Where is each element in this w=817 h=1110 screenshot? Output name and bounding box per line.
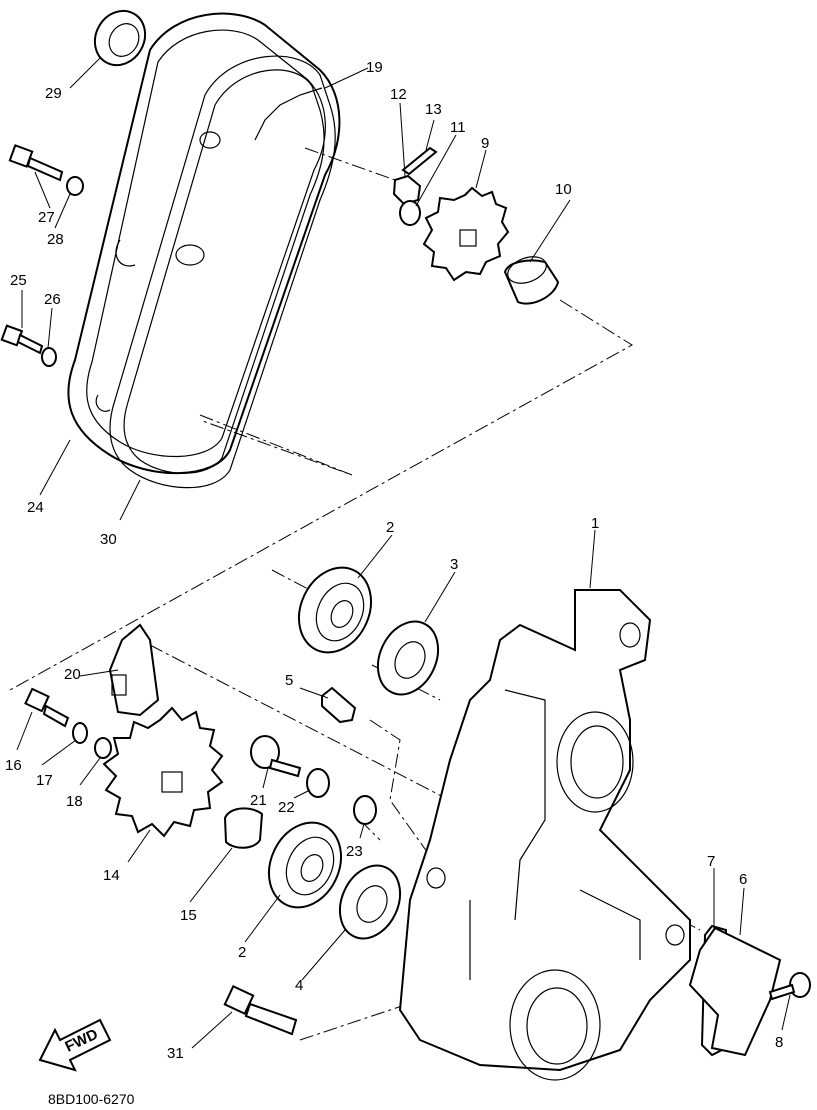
callout-2-lower: 2 (238, 944, 246, 961)
callout-13: 13 (425, 101, 442, 118)
oil-seal-29 (93, 9, 147, 67)
callout-12: 12 (390, 86, 407, 103)
callout-20: 20 (64, 666, 81, 683)
bolt-21 (250, 735, 302, 778)
washer-17 (72, 722, 88, 744)
collar-5 (321, 686, 357, 724)
washer-18 (94, 737, 112, 759)
bolt-25 (0, 324, 44, 355)
callout-25: 25 (10, 272, 27, 289)
chain-guide-20 (108, 623, 160, 717)
bearing-2-upper (298, 566, 372, 654)
bolt-16 (24, 687, 70, 728)
callout-28: 28 (47, 231, 64, 248)
washer-28 (66, 176, 84, 196)
collar-10 (503, 256, 560, 305)
callout-11: 11 (450, 119, 466, 136)
cotter-pin-13 (401, 146, 438, 176)
callout-18: 18 (66, 793, 83, 810)
plate-6 (688, 926, 782, 1057)
bolt-27 (8, 144, 64, 182)
callout-14: 14 (103, 867, 120, 884)
callout-9: 9 (481, 135, 489, 152)
oil-seal-4 (338, 864, 402, 940)
washer-11 (399, 200, 421, 226)
chain-case-seal (109, 55, 336, 489)
callout-19: 19 (366, 59, 383, 76)
callout-24: 24 (27, 499, 44, 516)
callout-27: 27 (38, 209, 55, 226)
sprocket-14 (102, 706, 224, 838)
washer-22 (306, 768, 330, 798)
bolt-31 (223, 984, 298, 1036)
callout-1: 1 (591, 515, 599, 532)
callout-26: 26 (44, 291, 61, 308)
chain-case-cover (67, 12, 341, 475)
sprocket-9 (422, 186, 510, 282)
bolt-8 (768, 972, 811, 1001)
washer-23 (353, 795, 377, 825)
callout-16: 16 (5, 757, 22, 774)
chain-case-housing (398, 589, 691, 1081)
callout-15: 15 (180, 907, 197, 924)
callout-5: 5 (285, 672, 293, 689)
fwd-arrow-icon: FWD (38, 1018, 112, 1072)
callout-labels: 1 2 2 3 4 5 6 7 8 9 10 11 12 13 14 15 16… (5, 59, 783, 1062)
callout-leaders (16, 57, 791, 1049)
callout-21: 21 (250, 792, 267, 809)
callout-6: 6 (739, 871, 747, 888)
oil-seal-3 (376, 620, 440, 696)
washer-26 (41, 347, 57, 367)
callout-8: 8 (775, 1034, 783, 1051)
drive-chain-19 (254, 87, 323, 141)
drawing-code: 8BD100-6270 (48, 1091, 135, 1107)
callout-30: 30 (100, 531, 117, 548)
leader-line-upper (9, 147, 633, 691)
callout-2-upper: 2 (386, 519, 394, 536)
callout-17: 17 (36, 772, 53, 789)
callout-31: 31 (167, 1045, 184, 1062)
callout-10: 10 (555, 181, 572, 198)
callout-7: 7 (707, 853, 715, 870)
callout-29: 29 (45, 85, 62, 102)
callout-4: 4 (295, 977, 303, 994)
callout-23: 23 (346, 843, 363, 860)
callout-22: 22 (278, 799, 295, 816)
collar-15 (223, 807, 264, 849)
callout-3: 3 (450, 556, 458, 573)
nut-12 (392, 174, 422, 206)
bearing-2-lower (268, 821, 342, 909)
